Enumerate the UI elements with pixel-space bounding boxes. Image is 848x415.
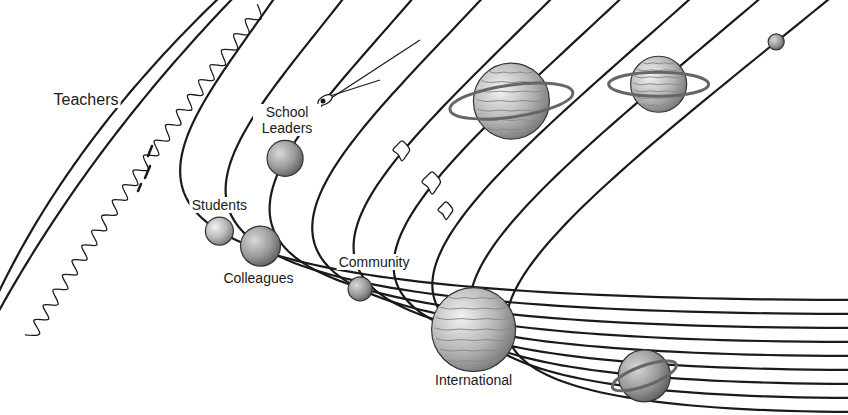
planet-body bbox=[348, 277, 372, 301]
planet-label: Students bbox=[190, 197, 249, 213]
planet bbox=[432, 288, 516, 372]
orbit-line bbox=[312, 0, 848, 342]
planet bbox=[609, 350, 680, 402]
sun-edge bbox=[0, 0, 236, 318]
planet-band bbox=[478, 109, 546, 111]
planet-band bbox=[488, 71, 534, 73]
comet-tail bbox=[322, 40, 420, 104]
planet-band bbox=[476, 100, 546, 102]
planet-band bbox=[440, 349, 507, 351]
planet-band bbox=[448, 297, 499, 299]
planet bbox=[448, 63, 575, 139]
planet-ring bbox=[448, 77, 575, 126]
planet bbox=[609, 56, 709, 112]
planet-band bbox=[642, 104, 676, 106]
orbit-line bbox=[470, 0, 848, 398]
sun-label: Teachers bbox=[52, 92, 121, 108]
orbit-line bbox=[354, 0, 848, 356]
planet-band bbox=[436, 318, 511, 320]
planet bbox=[768, 34, 784, 50]
planet bbox=[267, 140, 303, 176]
planet-band bbox=[636, 69, 681, 71]
orbit-line bbox=[180, 0, 848, 300]
planet-label: Colleagues bbox=[221, 270, 295, 286]
planet-band bbox=[634, 76, 684, 78]
planet-body bbox=[631, 56, 687, 112]
asteroid bbox=[438, 202, 453, 220]
sun-mark bbox=[138, 184, 141, 191]
comet bbox=[316, 40, 420, 107]
planet-label: International bbox=[433, 372, 514, 388]
orbit-line bbox=[226, 0, 848, 314]
planet bbox=[241, 226, 281, 266]
planet-band bbox=[642, 62, 676, 64]
comet-core bbox=[321, 99, 326, 104]
planet-label: Community bbox=[337, 254, 412, 270]
planet-body bbox=[205, 217, 233, 245]
planet-body bbox=[618, 350, 670, 402]
comet-tail bbox=[330, 80, 380, 96]
planet-body bbox=[768, 34, 784, 50]
planet-band bbox=[633, 83, 685, 85]
asteroid bbox=[422, 172, 441, 194]
orbit-line bbox=[432, 0, 848, 384]
planet-band bbox=[634, 90, 684, 92]
asteroid bbox=[393, 141, 410, 161]
planet bbox=[205, 217, 233, 245]
planet-band bbox=[448, 360, 499, 362]
orbit-line bbox=[506, 0, 848, 412]
planet-ring bbox=[609, 72, 709, 96]
planet-body bbox=[432, 288, 516, 372]
planet-body bbox=[241, 226, 281, 266]
planet-band bbox=[440, 307, 507, 309]
planet bbox=[348, 277, 372, 301]
sun-mark bbox=[148, 146, 152, 156]
planet-band bbox=[488, 128, 534, 130]
sun-mark bbox=[145, 166, 150, 178]
planet-band bbox=[436, 339, 511, 341]
planet-body bbox=[473, 63, 549, 139]
planet-band bbox=[435, 328, 512, 330]
planet-body bbox=[267, 140, 303, 176]
planet-ring bbox=[609, 355, 680, 397]
orbit-line bbox=[270, 0, 848, 328]
planet-label: School Leaders bbox=[253, 104, 321, 136]
